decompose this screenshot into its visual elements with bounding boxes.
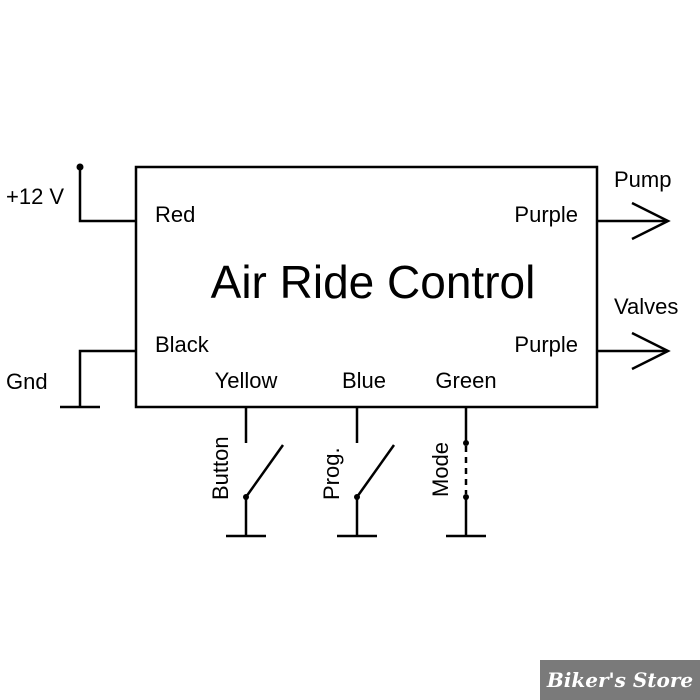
ground-connection: Gnd bbox=[6, 349, 136, 409]
prog-switch-lever bbox=[355, 444, 396, 498]
wire-label-red: Red bbox=[155, 202, 195, 227]
wire-label-purple-pump: Purple bbox=[514, 202, 578, 227]
control-box bbox=[134, 165, 599, 409]
diagram-title: Air Ride Control bbox=[211, 256, 536, 308]
ground-wire bbox=[78, 349, 136, 407]
valves-label: Valves bbox=[614, 294, 678, 319]
power-wire bbox=[78, 167, 136, 223]
wire-label-purple-valves: Purple bbox=[514, 332, 578, 357]
pump-output: Pump bbox=[597, 167, 671, 241]
ground-label: Gnd bbox=[6, 369, 48, 394]
prog-switch: Prog. bbox=[319, 407, 396, 538]
watermark-background bbox=[540, 660, 700, 700]
wire-label-yellow: Yellow bbox=[215, 368, 278, 393]
mode-label: Mode bbox=[428, 442, 453, 497]
button-label: Button bbox=[208, 436, 233, 500]
prog-label: Prog. bbox=[319, 447, 344, 500]
wire-label-green: Green bbox=[435, 368, 496, 393]
valves-output: Valves bbox=[597, 294, 678, 371]
button-switch-lever bbox=[244, 444, 285, 498]
mode-contact-top bbox=[463, 440, 469, 446]
wire-label-black: Black bbox=[155, 332, 210, 357]
wire-label-blue: Blue bbox=[342, 368, 386, 393]
power-label: +12 V bbox=[6, 184, 64, 209]
store-watermark: Biker's Store bbox=[540, 660, 700, 700]
button-switch: Button bbox=[208, 407, 285, 538]
power-supply: +12 V bbox=[6, 163, 136, 223]
watermark-text: Biker's Store bbox=[546, 668, 693, 692]
pump-arrow-icon bbox=[631, 201, 671, 241]
pump-label: Pump bbox=[614, 167, 671, 192]
mode-jumper: Mode bbox=[428, 407, 486, 538]
valves-arrow-icon bbox=[631, 331, 671, 371]
